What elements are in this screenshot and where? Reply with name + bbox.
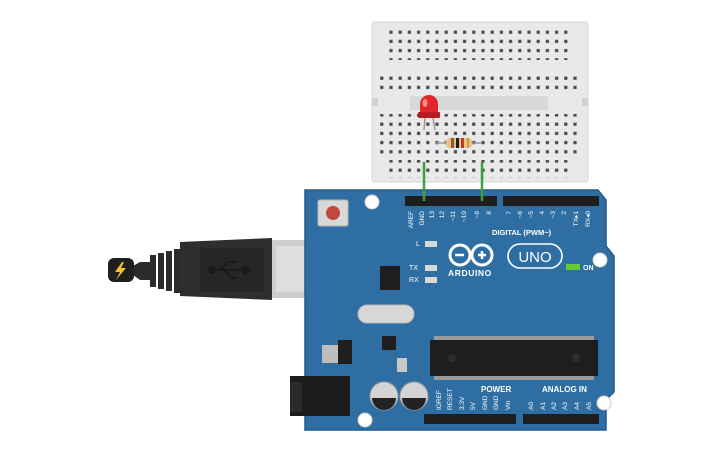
pin-label: RESET <box>447 388 454 410</box>
usb-chip <box>380 266 400 290</box>
pin-label: ~5 <box>528 211 535 219</box>
on-led <box>566 264 580 270</box>
pin-label: GND <box>419 211 426 226</box>
power-header[interactable] <box>424 414 516 424</box>
pin-label: GND <box>482 395 489 410</box>
pin-label: A5 <box>586 402 593 410</box>
pin-label: Vin <box>505 400 512 410</box>
analog-pin-labels: A0 A1 A2 A3 A4 A5 <box>528 402 593 410</box>
pin-label: 5V <box>470 401 477 410</box>
analog-header-label: ANALOG IN <box>542 385 587 394</box>
power-header-label: POWER <box>481 385 511 394</box>
reset-button[interactable] <box>317 199 349 227</box>
pin-label: 3.3V <box>459 396 466 410</box>
on-label: ON <box>583 265 594 272</box>
tx-led <box>425 265 437 271</box>
capacitors <box>369 381 429 411</box>
pin-label: 12 <box>439 211 446 219</box>
pin-label: ~3 <box>550 211 557 219</box>
l-led <box>425 241 437 247</box>
voltage-regulator <box>322 340 352 364</box>
digital-header-label: DIGITAL (PWM~) <box>492 228 552 237</box>
pin-label: A0 <box>528 402 535 410</box>
pin-label: 13 <box>429 211 436 219</box>
power-jack[interactable] <box>290 376 350 416</box>
usb-symbol-icon <box>208 261 252 279</box>
pin-label: 8 <box>486 211 493 215</box>
pin-label: 2 <box>561 211 568 215</box>
pin-label: TX▸1 <box>573 211 580 227</box>
pin-label: ~10 <box>461 211 468 222</box>
uno-badge: UNO <box>507 243 563 269</box>
model-label: UNO <box>518 249 551 266</box>
rx-led <box>425 277 437 283</box>
pin-label: GND <box>493 395 500 410</box>
pin-label: IOREF <box>436 390 443 410</box>
smd-component <box>397 358 407 372</box>
breadboard[interactable] <box>371 21 589 183</box>
pin-label: RX◂0 <box>585 211 592 227</box>
lightning-bolt-icon <box>115 262 126 280</box>
pin-label: ~6 <box>517 211 524 219</box>
led-component[interactable] <box>418 95 440 131</box>
pin-label: A2 <box>551 402 558 410</box>
crystal-oscillator <box>357 304 415 324</box>
brand-label: ARDUINO <box>448 268 492 278</box>
infinity-logo-icon <box>448 243 494 267</box>
analog-header[interactable] <box>523 414 599 424</box>
pin-label: ~11 <box>450 211 457 222</box>
small-chip <box>382 336 396 350</box>
resistor-component[interactable] <box>436 138 482 148</box>
pin-label: ~9 <box>474 211 481 219</box>
led-l-label: L <box>416 241 420 248</box>
pin-label: 4 <box>539 211 546 215</box>
digital-header[interactable] <box>405 196 599 206</box>
led-rx-label: RX <box>409 277 419 284</box>
pin-label: A3 <box>562 402 569 410</box>
power-pin-labels: IOREF RESET 3.3V 5V GND GND Vin <box>436 388 512 410</box>
led-tx-label: TX <box>409 265 418 272</box>
pin-label: AREF <box>408 211 415 228</box>
pin-label: 7 <box>506 211 513 215</box>
atmega-chip <box>430 336 598 380</box>
pin-label: A1 <box>540 402 547 410</box>
pin-label: A4 <box>574 402 581 410</box>
